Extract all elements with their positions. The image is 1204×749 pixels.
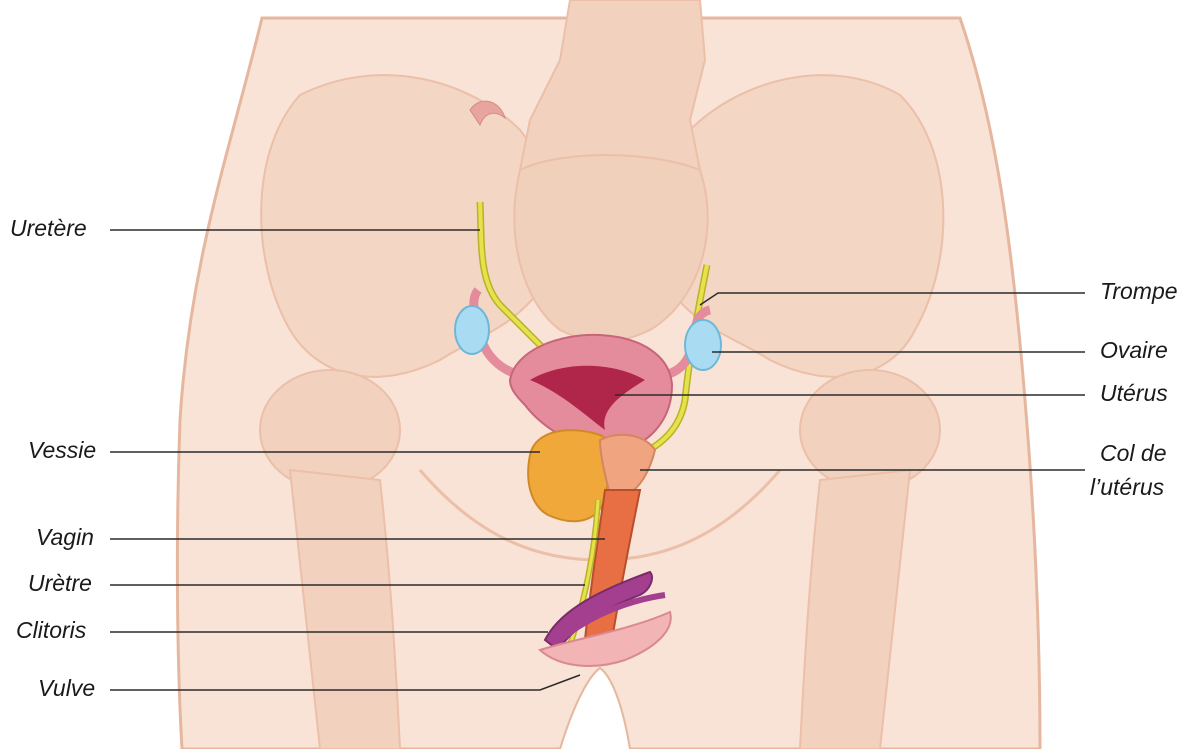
left-ovary (455, 306, 489, 354)
label-col-line1: Col de (1100, 440, 1166, 466)
right-femur-head (800, 370, 940, 490)
label-trompe: Trompe (1100, 278, 1178, 304)
label-uretre: Urètre (28, 570, 92, 596)
label-vulve: Vulve (38, 675, 95, 701)
label-vagin: Vagin (36, 524, 94, 550)
left-femur-head (260, 370, 400, 490)
label-ovaire: Ovaire (1100, 337, 1168, 363)
label-clitoris: Clitoris (16, 617, 86, 643)
right-ovary (685, 320, 721, 370)
label-uterus: Utérus (1100, 380, 1168, 406)
label-uretere: Uretère (10, 215, 87, 241)
label-vessie: Vessie (28, 437, 96, 463)
label-col-line2: l’utérus (1090, 474, 1164, 500)
